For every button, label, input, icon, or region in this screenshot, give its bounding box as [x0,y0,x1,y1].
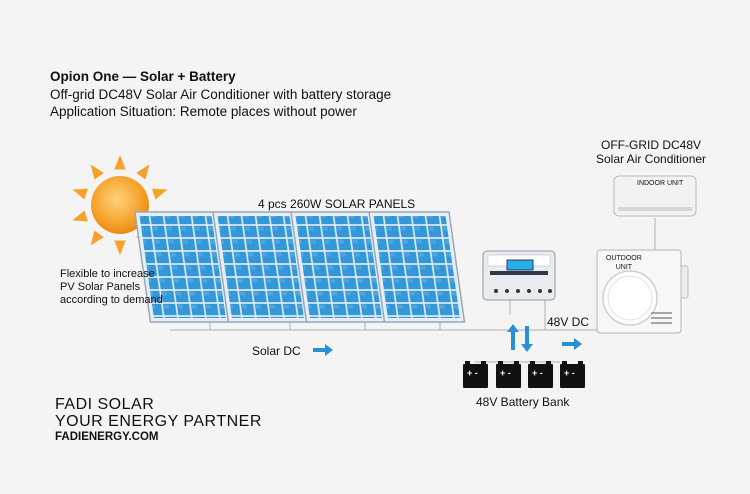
battery-bank [463,361,585,388]
air-conditioner-title: OFF-GRID DC48V Solar Air Conditioner [596,138,706,166]
indoor-unit-label: INDOOR UNIT [637,180,684,187]
solar-panels [134,211,466,323]
application-situation: Application Situation: Remote places wit… [50,104,357,119]
battery-discharge-arrow [521,326,533,352]
battery-charge-arrow [507,324,519,350]
dc-output-arrow [562,338,582,350]
page-title: Opion One — Solar + Battery [50,69,236,84]
dc48-label: 48V DC [547,315,590,329]
sun-ray [152,188,168,200]
solar-panels-label: 4 pcs 260W SOLAR PANELS [258,197,416,211]
solar-panel [368,211,466,323]
solar-dc-label: Solar DC [252,344,301,358]
solar-panel [290,211,388,323]
battery-terminal-label: + - [467,368,478,378]
sun-ray [72,210,88,222]
charge-controller [482,250,556,301]
brand-tagline: YOUR ENERGY PARTNER [55,413,262,430]
outdoor-unit-label-line: OUTDOOR [606,255,642,262]
battery-terminal-label: + - [564,368,575,378]
outdoor-unit-label-line: UNIT [615,264,633,271]
battery-bank-label: 48V Battery Bank [476,395,570,409]
indoor-unit [613,175,697,217]
brand-name: FADI SOLAR [55,396,155,413]
solar-panel [134,211,232,323]
battery-terminal-label: + - [532,368,543,378]
sun-ray [90,230,104,246]
solar-panel [212,211,310,323]
air-conditioner-title-line: OFF-GRID DC48V [601,138,702,152]
flexible-note: Flexible to increase PV Solar Panels acc… [60,268,163,306]
battery-terminal-label: + - [500,368,511,378]
sun-ray [114,155,126,170]
sun-ray [90,164,104,180]
sun-ray [114,240,126,255]
solar-dc-arrow [313,344,333,356]
sun-ray [72,188,88,200]
air-conditioner-title-line: Solar Air Conditioner [596,152,707,166]
sun-ray [136,164,150,180]
page-subtitle: Off-grid DC48V Solar Air Conditioner wit… [50,87,392,102]
outdoor-unit-label: OUTDOOR UNIT [606,254,642,272]
arrows [313,324,582,356]
brand-website: FADIENERGY.COM [55,431,159,443]
outdoor-unit [596,249,689,334]
